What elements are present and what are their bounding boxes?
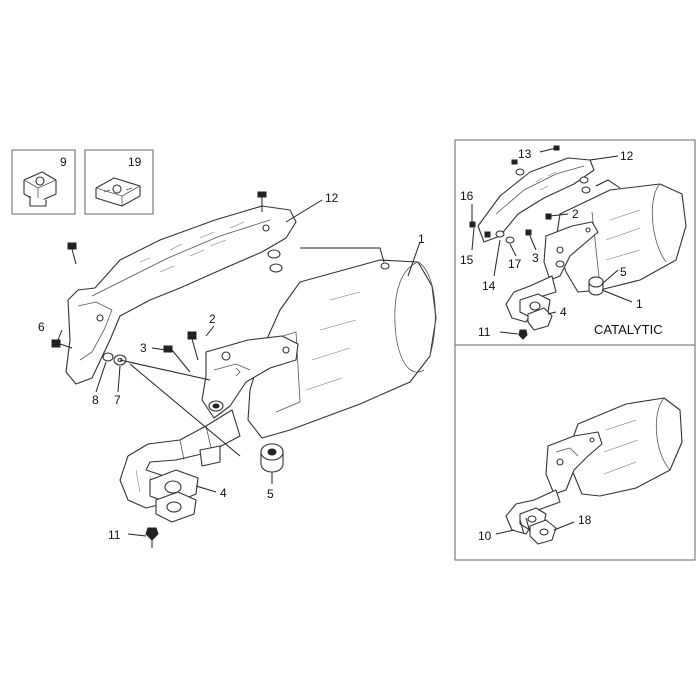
speed-nut-19-icon [95,177,141,207]
label-9: 9 [60,155,67,169]
catalytic-spacer [555,260,565,268]
washer-8 [102,352,114,362]
alt-flange [519,507,557,545]
cat-label-11: 11 [478,325,491,339]
muffler [247,259,437,439]
label-4: 4 [220,486,227,500]
speed-nut-9-icon [23,171,57,207]
part-box-19: 19 [84,149,154,215]
cat-label-14: 14 [482,279,496,293]
bolt-3 [163,345,191,373]
exhaust-flange [149,469,199,523]
main-exhaust-assembly: 1 12 2 3 6 8 7 4 5 11 [38,191,437,548]
cat-label-12: 12 [620,149,634,163]
label-2: 2 [209,312,216,326]
leader-lines-main [57,199,421,537]
catalytic-panel: 12 13 2 16 15 14 17 3 5 4 1 11 CATALYTIC [460,145,687,340]
catalytic-title: CATALYTIC [594,322,663,337]
alt-label-18: 18 [578,513,592,527]
catalytic-flange [519,293,553,331]
cat-label-17: 17 [508,257,522,271]
label-6: 6 [38,320,45,334]
bolt-left-shield [67,242,77,265]
label-8: 8 [92,393,99,407]
cat-label-1: 1 [636,297,643,311]
label-3: 3 [140,341,147,355]
part-box-9: 9 [11,149,76,215]
leader-lines-alt [495,521,575,535]
label-19: 19 [128,155,142,169]
label-5: 5 [267,487,274,501]
label-1: 1 [418,232,425,246]
catalytic-fasteners [469,145,591,340]
bolt-11 [145,527,159,548]
alt-bracket [545,431,603,495]
muffler-bracket [201,335,299,419]
cat-label-16: 16 [460,189,474,203]
rubber-bushing [260,443,284,473]
label-11: 11 [108,528,121,542]
cat-label-3: 3 [532,251,539,265]
bolt-6 [51,339,73,349]
alt-label-10: 10 [478,529,492,543]
bolt-top-shield [257,191,267,212]
cat-label-13: 13 [518,147,532,161]
leader-lines-catalytic [471,147,633,335]
cat-label-4: 4 [560,305,567,319]
cat-label-5: 5 [620,265,627,279]
label-7: 7 [114,393,121,407]
washers-12 [267,249,283,273]
heat-shield [65,205,297,385]
cat-label-15: 15 [460,253,474,267]
alternate-panel: 10 18 [478,397,683,545]
spacer-sleeve [208,400,224,412]
bolt-2 [187,331,199,361]
cat-label-2: 2 [572,207,579,221]
catalytic-bushing [588,276,604,296]
label-12: 12 [325,191,339,205]
alt-muffler [569,397,683,497]
